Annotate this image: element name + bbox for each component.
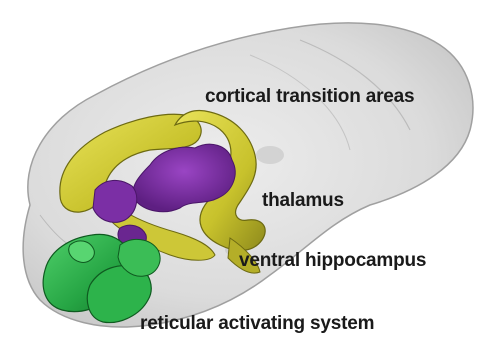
label-ventral-hippocampus: ventral hippocampus (239, 250, 426, 272)
label-reticular-activating-system: reticular activating system (140, 313, 374, 335)
label-thalamus: thalamus (262, 190, 344, 212)
label-cortical-transition-areas: cortical transition areas (205, 86, 414, 108)
